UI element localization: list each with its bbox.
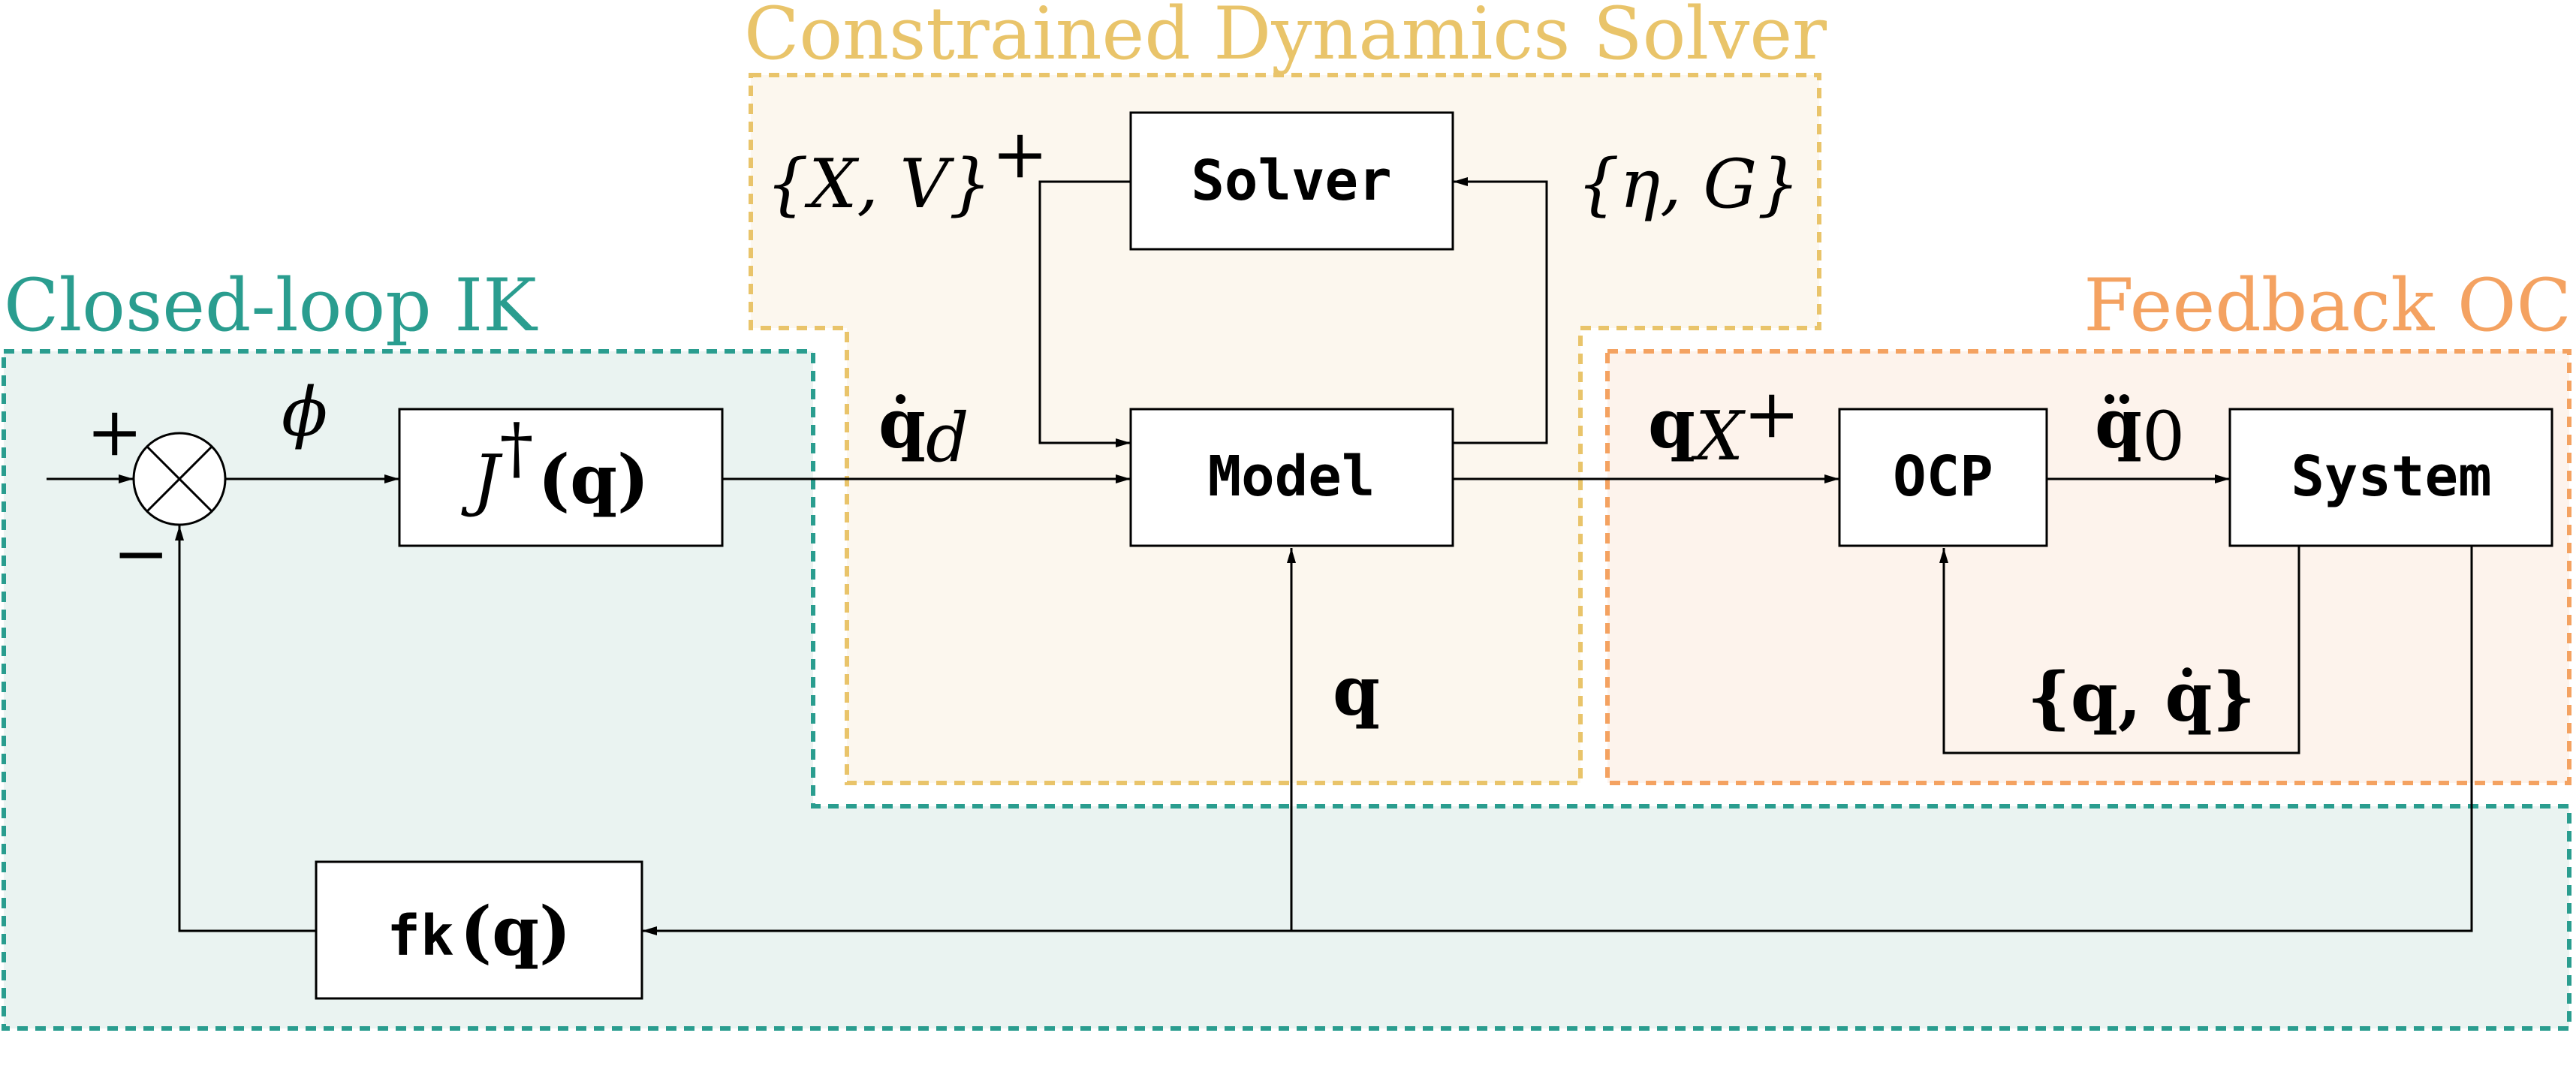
feedback-oc-title: Feedback OC	[2083, 263, 2571, 348]
eta-g-label: {η, G}	[1577, 145, 1800, 224]
closed-loop-ik-title: Closed-loop IK	[4, 263, 538, 348]
q-x-plus-label: qX+	[1648, 375, 1800, 476]
solver-to-model-wire	[1038, 180, 1131, 447]
qd-dot-label: q̇d	[878, 384, 969, 477]
phi-label: ϕ	[282, 373, 327, 452]
q-feedback-label: q	[1333, 652, 1380, 731]
constrained-dynamics-solver-title: Constrained Dynamics Solver	[744, 0, 1827, 76]
system-label: System	[2291, 444, 2491, 509]
ocp-block: OCP	[1838, 408, 2048, 547]
summing-junction	[132, 432, 227, 526]
state-feedback-wire	[1939, 547, 2300, 754]
ocp-label: OCP	[1893, 444, 1993, 509]
model-label: Model	[1208, 444, 1375, 509]
system-block: System	[2228, 408, 2553, 547]
xv-plus-label: {X, V}+	[766, 115, 1048, 224]
q-qdot-label: {q, q̇}	[2027, 658, 2255, 737]
solver-block: Solver	[1129, 111, 1454, 251]
fk-block: fk(q)	[315, 860, 643, 1000]
model-block: Model	[1129, 408, 1454, 547]
fk-to-sum-wire	[175, 525, 316, 932]
solver-label: Solver	[1191, 149, 1391, 213]
minus-sign: −	[113, 514, 169, 593]
plus-sign: +	[86, 393, 143, 471]
qddot0-label: q̈0	[2095, 384, 2185, 476]
fk-label: fk(q)	[387, 892, 571, 971]
model-to-solver-wire	[1453, 177, 1548, 444]
jacobian-pinv-block: J†(q)	[398, 408, 724, 547]
system-to-fk-wire	[642, 547, 2473, 935]
